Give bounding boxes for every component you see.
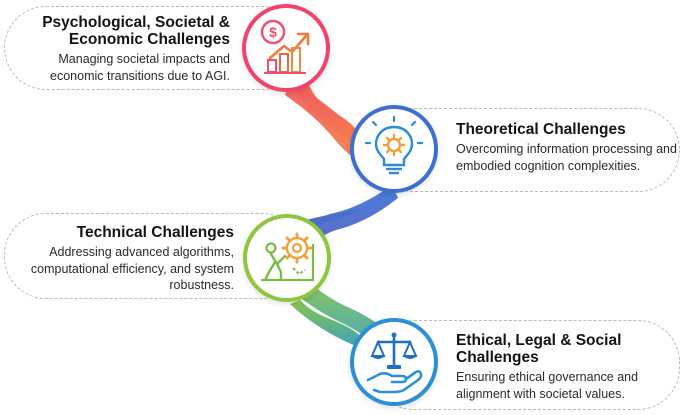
stage-title-4: Ethical, Legal & Social Challenges <box>456 332 622 366</box>
stage-description-3: Addressing advanced algorithms, computat… <box>30 245 234 292</box>
lightbulb-gear-icon <box>364 115 424 175</box>
stage-node-1: $ <box>242 4 330 92</box>
stage-text-3: Technical Challenges Addressing advanced… <box>20 224 234 294</box>
stage-text-4: Ethical, Legal & Social Challenges Ensur… <box>456 332 678 402</box>
stage-title-1: Psychological, Societal & Economic Chall… <box>42 14 230 48</box>
money-growth-chart-icon: $ <box>260 19 310 74</box>
person-pushing-gear-icon <box>261 232 315 282</box>
svg-text:$: $ <box>269 24 277 40</box>
stage-title-3: Technical Challenges <box>76 224 234 241</box>
stage-text-2: Theoretical Challenges Overcoming inform… <box>456 121 678 174</box>
stage-node-4 <box>350 318 438 406</box>
stage-description-1: Managing societal impacts and economic t… <box>50 52 230 83</box>
stage-description-4: Ensuring ethical governance and alignmen… <box>456 370 639 401</box>
stage-node-2 <box>350 105 438 193</box>
stage-description-2: Overcoming information processing and em… <box>456 142 677 173</box>
stage-text-1: Psychological, Societal & Economic Chall… <box>20 14 230 84</box>
connector-3-4 <box>290 300 372 352</box>
stage-node-3 <box>243 214 331 302</box>
scales-in-hand-icon <box>366 332 423 394</box>
stage-title-2: Theoretical Challenges <box>456 121 626 138</box>
